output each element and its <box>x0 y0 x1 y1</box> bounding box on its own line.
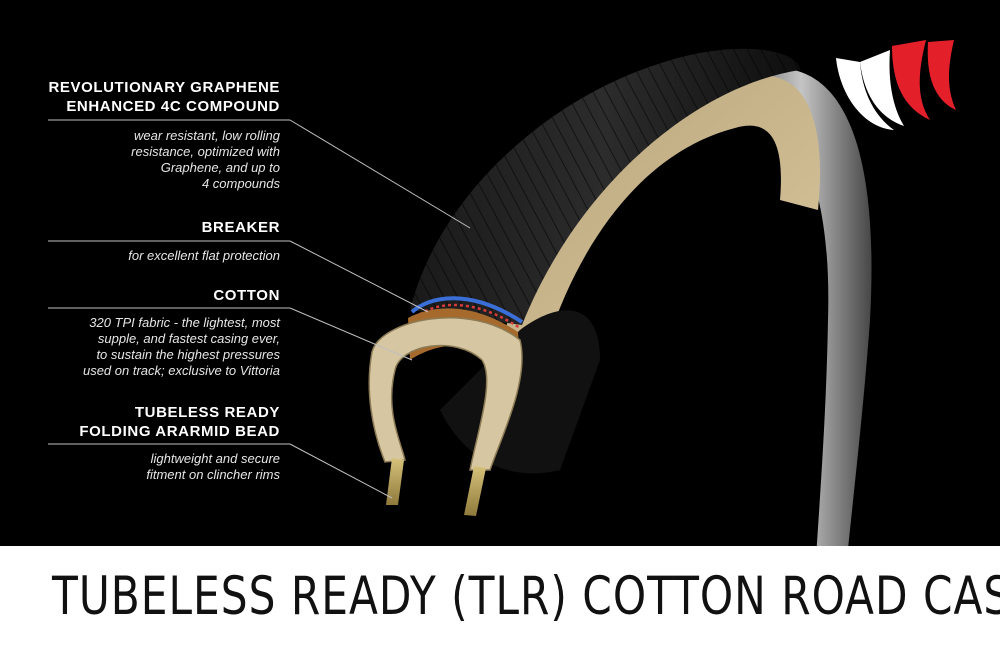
bead-left <box>386 458 404 505</box>
callout-heading: TUBELESS READY FOLDING ARARMID BEAD <box>79 404 280 440</box>
callout-breaker: BREAKER for excellent flat protection <box>128 218 280 264</box>
callout-description: for excellent flat protection <box>128 248 280 263</box>
brand-logo <box>836 40 956 130</box>
callout-heading: REVOLUTIONARY GRAPHENE ENHANCED 4C COMPO… <box>48 79 280 115</box>
leader-lines <box>48 119 471 499</box>
callout-heading: COTTON <box>213 287 280 304</box>
callout-bead: TUBELESS READY FOLDING ARARMID BEAD ligh… <box>79 403 280 483</box>
callout-cotton: COTTON 320 TPI fabric - the lightest, mo… <box>83 286 280 379</box>
bead-right <box>464 466 486 516</box>
callout-compound: REVOLUTIONARY GRAPHENE ENHANCED 4C COMPO… <box>48 78 280 192</box>
inner-liner <box>368 317 523 471</box>
callout-heading: BREAKER <box>201 219 280 236</box>
callout-description: wear resistant, low rolling resistance, … <box>131 128 280 191</box>
banner-title: TUBELESS READY (TLR) COTTON ROAD CASING <box>52 566 1000 628</box>
callout-description: lightweight and secure fitment on clinch… <box>146 451 280 482</box>
title-banner <box>0 546 1000 650</box>
callout-description: 320 TPI fabric - the lightest, most supp… <box>82 315 280 378</box>
